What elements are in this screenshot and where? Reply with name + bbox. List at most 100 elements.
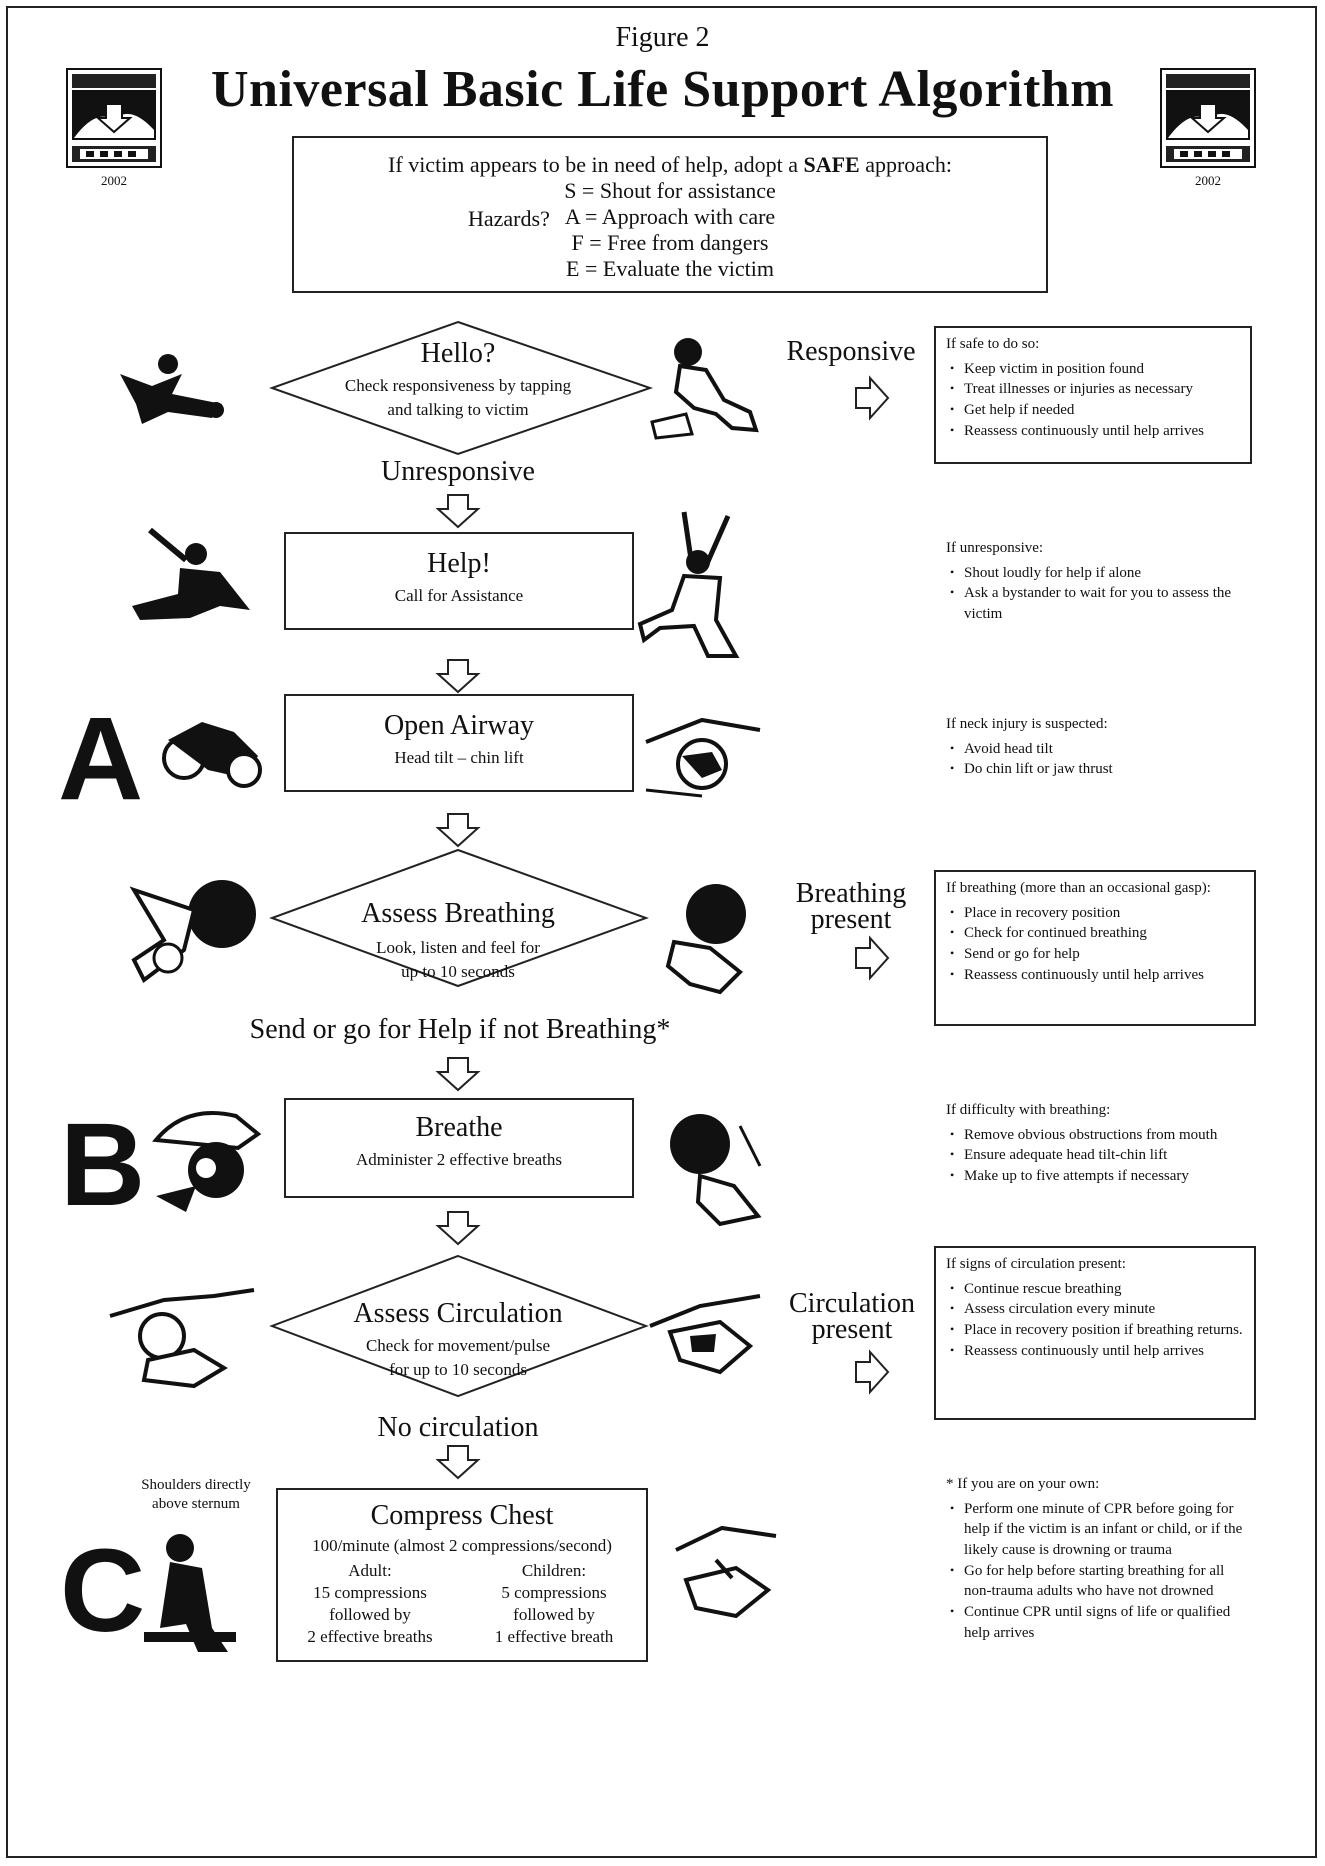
note-unresponsive: If unresponsive: Shout loudly for help i… bbox=[946, 538, 1246, 625]
infant-compression-illustration bbox=[675, 1525, 777, 1619]
rescue-breathing-illustration bbox=[152, 1111, 262, 1212]
breath-check-illustration bbox=[665, 884, 746, 995]
look-listen-feel-illustration bbox=[129, 880, 256, 984]
note-heading: If unresponsive: bbox=[946, 540, 1044, 556]
step-compress-sub: 100/minute (almost 2 compressions/second… bbox=[312, 1536, 612, 1555]
adult-line: followed by bbox=[329, 1605, 411, 1625]
note-item: Treat illnesses or injuries as necessary bbox=[950, 379, 1240, 400]
step-hello-line2: and talking to victim bbox=[387, 400, 529, 419]
step-breathe-box: Breathe Administer 2 effective breaths bbox=[284, 1098, 634, 1198]
step-compress-box: Compress Chest 100/minute (almost 2 comp… bbox=[276, 1488, 648, 1662]
right-arrows bbox=[855, 375, 890, 1395]
step-airway-sub: Head tilt – chin lift bbox=[394, 748, 524, 767]
step-breathing-line2: up to 10 seconds bbox=[401, 962, 515, 981]
label-breathing-present-1: Breathing bbox=[795, 878, 907, 909]
safe-approach-box: If victim appears to be in need of help,… bbox=[292, 136, 1048, 293]
step-breathing-title: Assess Breathing bbox=[361, 898, 555, 929]
shoulders-line: Shoulders directly bbox=[141, 1477, 251, 1493]
logo-year: 2002 bbox=[101, 173, 127, 188]
hello-diamond bbox=[269, 320, 654, 456]
label-responsive: Responsive bbox=[786, 336, 916, 367]
compress-children: Children: 5 compressions followed by 1 e… bbox=[462, 1560, 646, 1648]
letter-b: B bbox=[60, 1099, 146, 1231]
note-heading: If safe to do so: bbox=[946, 336, 1040, 352]
step-circulation-line1: Check for movement/pulse bbox=[365, 1336, 551, 1355]
children-line: followed by bbox=[513, 1605, 595, 1625]
safe-a: A = Approach with care bbox=[564, 204, 776, 229]
adult-line: 15 compressions bbox=[313, 1583, 427, 1603]
note-heading: If neck injury is suspected: bbox=[946, 716, 1108, 732]
safe-hazards: Hazards? bbox=[468, 206, 550, 231]
note-difficulty: If difficulty with breathing: Remove obv… bbox=[946, 1100, 1246, 1187]
safe-s: S = Shout for assistance bbox=[564, 178, 776, 203]
note-item: Place in recovery position if breathing … bbox=[950, 1320, 1244, 1341]
note-item: Continue rescue breathing bbox=[950, 1279, 1244, 1300]
shoulders-line: above sternum bbox=[152, 1495, 240, 1512]
kneeling-rescuer-illustration bbox=[650, 338, 759, 440]
page-title: Universal Basic Life Support Algorithm bbox=[210, 61, 1115, 118]
compress-adult: Adult: 15 compressions followed by 2 eff… bbox=[278, 1560, 462, 1648]
note-item: Send or go for help bbox=[950, 944, 1244, 965]
mouth-to-mouth-illustration bbox=[670, 1114, 762, 1227]
note-item: Place in recovery position bbox=[950, 903, 1244, 924]
safe-e: E = Evaluate the victim bbox=[566, 256, 774, 281]
step-help-title: Help! bbox=[427, 548, 491, 579]
adult-line: 2 effective breaths bbox=[307, 1627, 433, 1647]
label-no-circulation: No circulation bbox=[377, 1412, 539, 1443]
step-circulation-line2: for up to 10 seconds bbox=[389, 1360, 527, 1379]
movement-check-illustration bbox=[649, 1294, 761, 1375]
children-line: 1 effective breath bbox=[494, 1627, 614, 1647]
step-airway-title: Open Airway bbox=[383, 710, 535, 741]
rescuer-tapping-illustration bbox=[120, 354, 224, 424]
step-compress-title: Compress Chest bbox=[370, 1500, 554, 1531]
shoulders-caption: Shoulders directly above sternum bbox=[116, 1476, 276, 1514]
step-breathe-title: Breathe bbox=[415, 1112, 503, 1143]
step-help-box: Help! Call for Assistance bbox=[284, 532, 634, 630]
label-breathing-present-2: present bbox=[810, 904, 892, 935]
head-tilt-illustration bbox=[162, 722, 262, 788]
note-heading: If breathing (more than an occasional ga… bbox=[946, 880, 1211, 896]
pulse-check-illustration bbox=[109, 1288, 255, 1389]
logo-year: 2002 bbox=[1195, 173, 1221, 188]
step-hello-line1: Check responsiveness by tapping bbox=[344, 376, 572, 395]
note-item: Shout loudly for help if alone bbox=[950, 563, 1246, 584]
note-item: Remove obvious obstructions from mouth bbox=[950, 1125, 1246, 1146]
note-item: Ask a bystander to wait for you to asses… bbox=[950, 583, 1246, 624]
chest-compression-illustration bbox=[144, 1534, 236, 1652]
note-item: Make up to five attempts if necessary bbox=[950, 1166, 1246, 1187]
note-heading: * If you are on your own: bbox=[946, 1476, 1100, 1492]
children-heading: Children: bbox=[521, 1561, 587, 1580]
calling-for-help-illustration bbox=[132, 527, 250, 620]
note-item: Ensure adequate head tilt-chin lift bbox=[950, 1145, 1246, 1166]
circulation-diamond bbox=[269, 1254, 649, 1398]
step-breathing-line1: Look, listen and feel for bbox=[376, 938, 540, 957]
page-frame bbox=[6, 6, 1317, 1858]
note-heading: If difficulty with breathing: bbox=[946, 1102, 1111, 1118]
note-neck: If neck injury is suspected: Avoid head … bbox=[946, 714, 1246, 780]
note-item: Perform one minute of CPR before going f… bbox=[950, 1499, 1252, 1561]
note-item: Go for help before starting breathing fo… bbox=[950, 1561, 1252, 1602]
note-own: * If you are on your own: Perform one mi… bbox=[946, 1474, 1252, 1644]
step-hello-title: Hello? bbox=[420, 338, 496, 369]
logo-right: 2002 bbox=[1160, 68, 1256, 189]
logo-emblem-icon bbox=[66, 68, 162, 168]
breathing-diamond bbox=[269, 848, 649, 988]
children-line: 5 compressions bbox=[501, 1583, 607, 1603]
bystander-shouting-illustration bbox=[637, 511, 740, 658]
note-item: Check for continued breathing bbox=[950, 923, 1244, 944]
safe-f: F = Free from dangers bbox=[571, 230, 769, 255]
note-item: Continue CPR until signs of life or qual… bbox=[950, 1602, 1252, 1643]
step-help-sub: Call for Assistance bbox=[394, 586, 524, 605]
label-circulation-present-1: Circulation bbox=[789, 1288, 915, 1319]
note-responsive: If safe to do so: Keep victim in positio… bbox=[934, 326, 1252, 464]
label-send-help: Send or go for Help if not Breathing* bbox=[249, 1014, 671, 1045]
step-breathe-sub: Administer 2 effective breaths bbox=[356, 1150, 562, 1169]
note-item: Get help if needed bbox=[950, 400, 1240, 421]
note-item: Keep victim in position found bbox=[950, 359, 1240, 380]
note-breathing: If breathing (more than an occasional ga… bbox=[934, 870, 1256, 1026]
label-circulation-present-2: present bbox=[811, 1314, 893, 1345]
logo-left: 2002 bbox=[66, 68, 162, 189]
figure-label: Figure 2 bbox=[615, 22, 710, 53]
note-circulation: If signs of circulation present: Continu… bbox=[934, 1246, 1256, 1420]
